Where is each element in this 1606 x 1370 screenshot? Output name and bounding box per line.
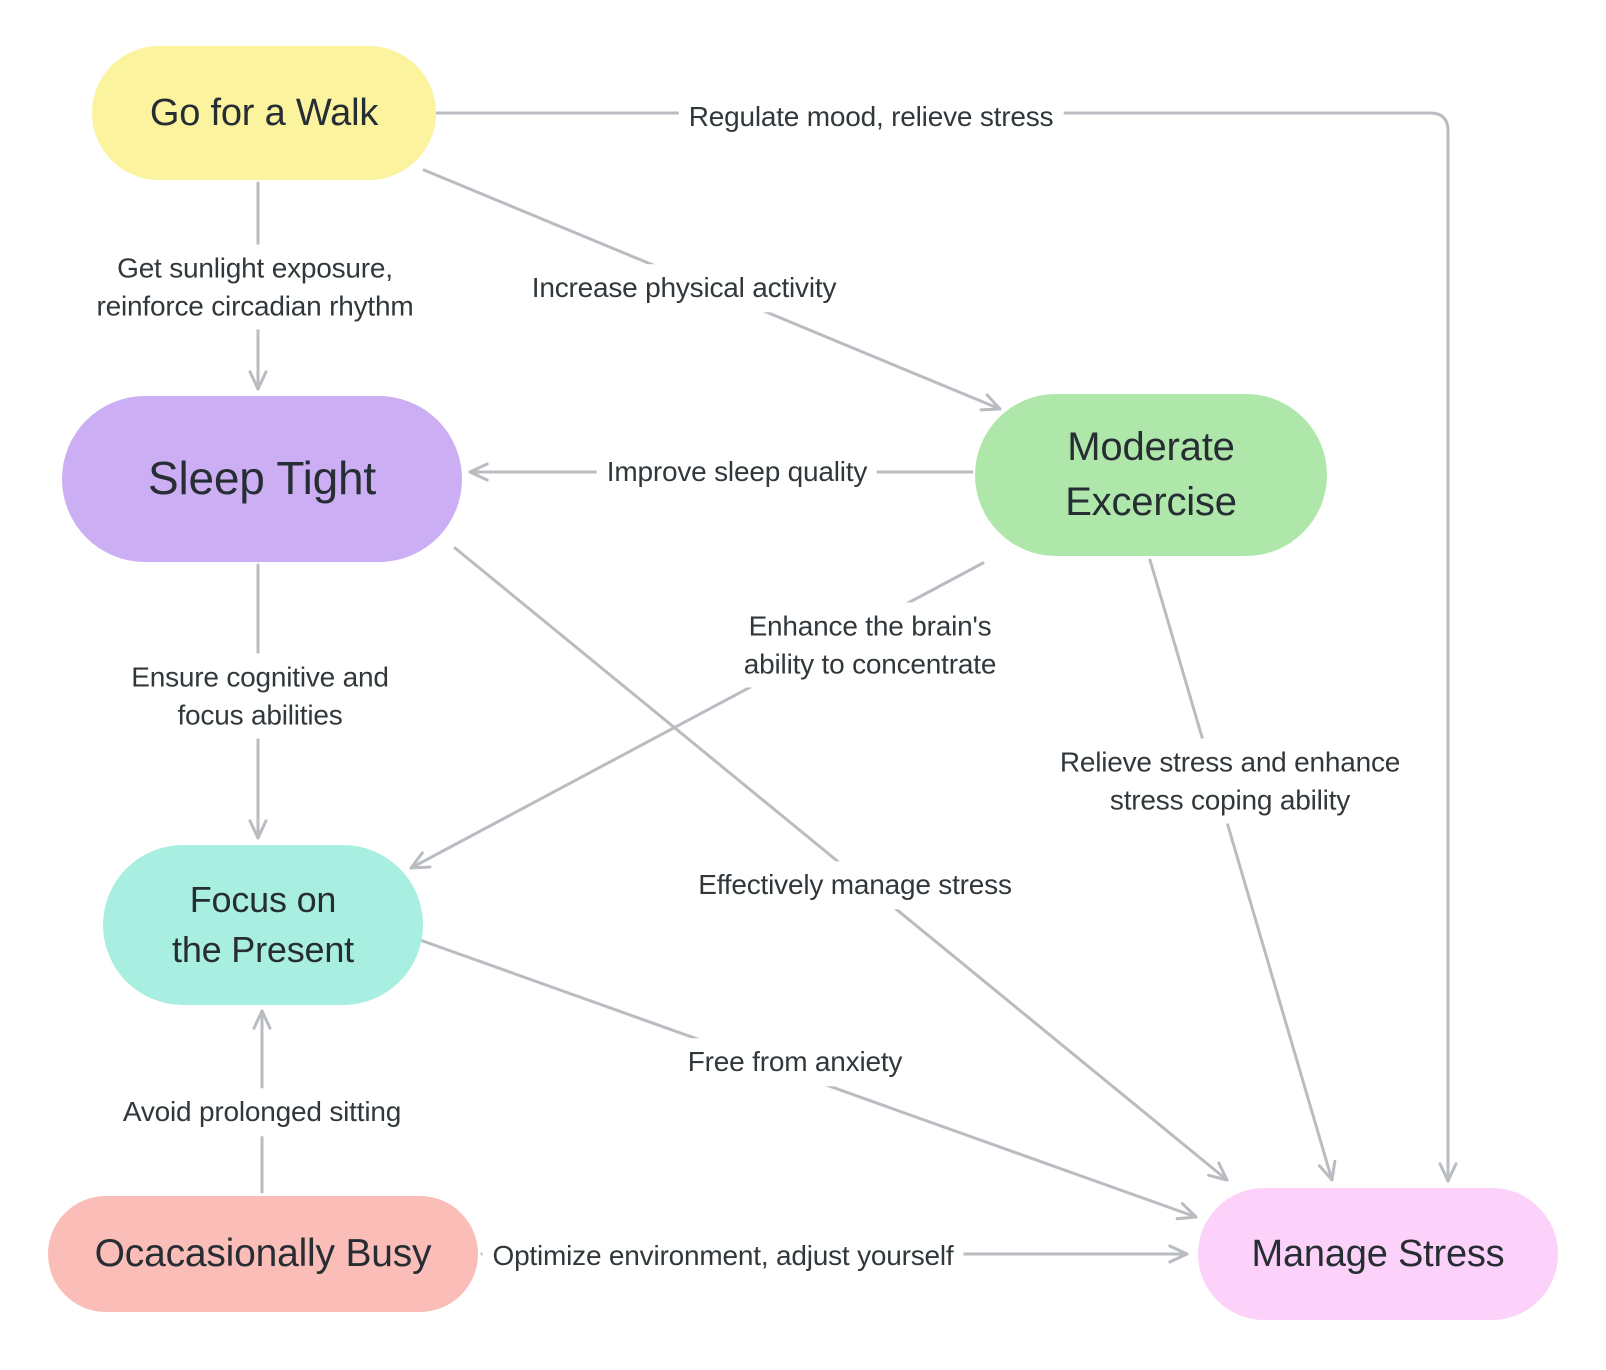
edge-label-walk-sleep: Get sunlight exposure, reinforce circadi… bbox=[86, 244, 424, 330]
edge-exercise-manage bbox=[1148, 558, 1334, 1182]
node-occasionally-busy[interactable]: Ocacasionally Busy bbox=[48, 1196, 478, 1312]
edge-label-walk-exercise: Increase physical activity bbox=[521, 264, 847, 312]
arrowhead-walk-sleep bbox=[248, 370, 268, 391]
edge-label-sleep-focus: Ensure cognitive and focus abilities bbox=[121, 653, 399, 739]
edge-label-sleep-manage: Effectively manage stress bbox=[688, 861, 1022, 909]
edge-label-exercise-sleep: Improve sleep quality bbox=[596, 448, 878, 496]
arrowhead-walk-exercise bbox=[979, 393, 1002, 412]
node-manage-stress[interactable]: Manage Stress bbox=[1198, 1188, 1558, 1320]
edge-label-walk-manage: Regulate mood, relieve stress bbox=[678, 93, 1064, 141]
arrowhead-focus-manage bbox=[1175, 1202, 1198, 1221]
edge-label-exercise-manage: Relieve stress and enhance stress coping… bbox=[1049, 738, 1411, 824]
edge-label-exercise-focus: Enhance the brain's ability to concentra… bbox=[733, 602, 1007, 688]
arrowhead-sleep-manage bbox=[1207, 1161, 1229, 1182]
arrowhead-walk-manage bbox=[1438, 1162, 1458, 1183]
arrowhead-busy-manage bbox=[1168, 1244, 1189, 1264]
arrowhead-busy-focus bbox=[252, 1009, 272, 1030]
arrowhead-exercise-focus bbox=[409, 851, 432, 870]
edge-walk-manage bbox=[435, 111, 1450, 1183]
edge-label-busy-focus: Avoid prolonged sitting bbox=[112, 1088, 412, 1136]
node-sleep-tight[interactable]: Sleep Tight bbox=[62, 396, 462, 562]
node-moderate-exercise[interactable]: Moderate Excercise bbox=[975, 394, 1327, 556]
node-focus-present[interactable]: Focus on the Present bbox=[103, 845, 423, 1005]
arrowhead-sleep-focus bbox=[248, 819, 268, 840]
arrowhead-exercise-manage bbox=[1317, 1159, 1337, 1182]
arrowhead-exercise-sleep bbox=[468, 462, 489, 482]
edge-label-focus-manage: Free from anxiety bbox=[677, 1038, 913, 1086]
edge-label-busy-manage: Optimize environment, adjust yourself bbox=[482, 1232, 964, 1280]
node-go-walk[interactable]: Go for a Walk bbox=[92, 46, 436, 180]
